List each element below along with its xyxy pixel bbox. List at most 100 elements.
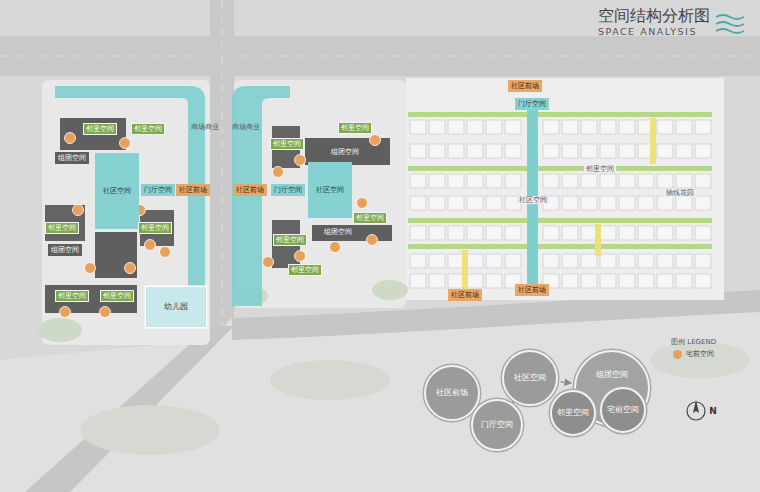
house-block bbox=[543, 174, 559, 188]
house-block bbox=[410, 196, 426, 210]
house-block bbox=[448, 174, 464, 188]
node-text: 社区前场 bbox=[436, 388, 468, 398]
front-yard-dot bbox=[125, 263, 136, 274]
house-block bbox=[429, 196, 445, 210]
house-block bbox=[619, 144, 635, 158]
node-text: 组团空间 bbox=[58, 154, 86, 162]
house-block bbox=[581, 254, 597, 268]
neighborhood-box: 邻里空间 bbox=[45, 222, 79, 234]
community-area: 门厅空间 bbox=[515, 98, 549, 110]
house-block bbox=[600, 226, 616, 240]
house-block bbox=[600, 174, 616, 188]
neighborhood-box: 邻里空间 bbox=[338, 122, 372, 134]
house-block bbox=[505, 254, 521, 268]
house-block bbox=[467, 226, 483, 240]
node-text: 社区空间 bbox=[316, 186, 344, 194]
house-block bbox=[505, 226, 521, 240]
neighborhood-box: 邻里空间 bbox=[270, 138, 304, 150]
cluster-building: 组团空间 bbox=[55, 152, 89, 164]
front-yard-dot bbox=[85, 263, 96, 274]
node-text: 组团空间 bbox=[596, 370, 628, 380]
house-block bbox=[695, 174, 711, 188]
cluster-building: 组团空间 bbox=[48, 244, 82, 256]
node-text: 邻里空间 bbox=[356, 214, 384, 222]
house-block bbox=[410, 274, 426, 288]
legend-swatch bbox=[673, 350, 682, 359]
shop-label: 商场商业 bbox=[191, 123, 219, 131]
neighborhood-box: 邻里空间 bbox=[55, 290, 89, 302]
node-text: 邻里空间 bbox=[134, 125, 162, 133]
house-block bbox=[676, 274, 692, 288]
house-block bbox=[581, 174, 597, 188]
legend-text: 宅前空间 bbox=[686, 350, 714, 358]
house-block bbox=[695, 196, 711, 210]
node-text: 门厅空间 bbox=[481, 420, 513, 430]
house-block bbox=[581, 120, 597, 134]
house-block bbox=[676, 174, 692, 188]
house-block bbox=[619, 254, 635, 268]
neighborhood-box: 邻里空间 bbox=[138, 222, 172, 234]
front-yard-dot bbox=[145, 240, 156, 251]
house-block bbox=[657, 196, 673, 210]
kindergarten-area: 幼儿园 bbox=[145, 286, 207, 328]
house-block bbox=[562, 144, 578, 158]
house-block bbox=[448, 274, 464, 288]
house-block bbox=[619, 196, 635, 210]
house-block bbox=[657, 254, 673, 268]
shop-label: 商场商业 bbox=[232, 123, 260, 131]
house-block bbox=[410, 144, 426, 158]
house-block bbox=[429, 226, 445, 240]
house-block bbox=[543, 226, 559, 240]
front-yard-dot bbox=[295, 251, 306, 262]
front-yard-dot bbox=[367, 235, 378, 246]
front-yard-dot bbox=[160, 247, 171, 258]
front-yard-dot bbox=[263, 257, 274, 268]
area-label: 邻里空间 bbox=[584, 165, 616, 173]
house-block bbox=[600, 120, 616, 134]
house-block bbox=[429, 274, 445, 288]
neighborhood-box: 邻里空间 bbox=[100, 290, 134, 302]
node-text: 社区空间 bbox=[103, 187, 131, 195]
cluster-building: 组团空间 bbox=[328, 146, 362, 158]
house-block bbox=[486, 274, 502, 288]
front-yard-dot bbox=[73, 205, 84, 216]
node-text: 邻里空间 bbox=[273, 140, 301, 148]
house-block bbox=[695, 144, 711, 158]
neighborhood-box: 邻里空间 bbox=[273, 234, 307, 246]
house-block bbox=[448, 196, 464, 210]
front-yard-dot bbox=[370, 135, 381, 146]
house-block bbox=[429, 254, 445, 268]
house-block bbox=[676, 226, 692, 240]
house-block bbox=[619, 274, 635, 288]
node-text: 邻里空间 bbox=[557, 408, 589, 418]
house-block bbox=[429, 120, 445, 134]
neighborhood-box: 邻里空间 bbox=[353, 212, 387, 224]
node-text: 邻里空间 bbox=[86, 125, 114, 133]
node-text: 门厅空间 bbox=[274, 186, 302, 194]
house-block bbox=[695, 120, 711, 134]
house-block bbox=[676, 120, 692, 134]
subtitle: SPACE ANALYSIS bbox=[598, 26, 697, 37]
house-block bbox=[676, 196, 692, 210]
forecourt-box: 社区前场 bbox=[515, 284, 549, 296]
house-block bbox=[676, 144, 692, 158]
house-block bbox=[448, 254, 464, 268]
node-text: 邻里空间 bbox=[276, 236, 304, 244]
house-block bbox=[657, 174, 673, 188]
house-block bbox=[562, 196, 578, 210]
front-yard-dot bbox=[60, 307, 71, 318]
house-block bbox=[657, 226, 673, 240]
house-block bbox=[486, 226, 502, 240]
house-block bbox=[619, 226, 635, 240]
node-text: 门厅空间 bbox=[144, 186, 172, 194]
house-block bbox=[429, 174, 445, 188]
house-block bbox=[695, 226, 711, 240]
community-area: 社区空间 bbox=[308, 162, 352, 218]
front-yard-dot bbox=[120, 138, 131, 149]
community-area: 社区空间 bbox=[95, 153, 139, 229]
house-block bbox=[638, 196, 654, 210]
house-block bbox=[562, 254, 578, 268]
flow-arrow bbox=[561, 382, 572, 383]
